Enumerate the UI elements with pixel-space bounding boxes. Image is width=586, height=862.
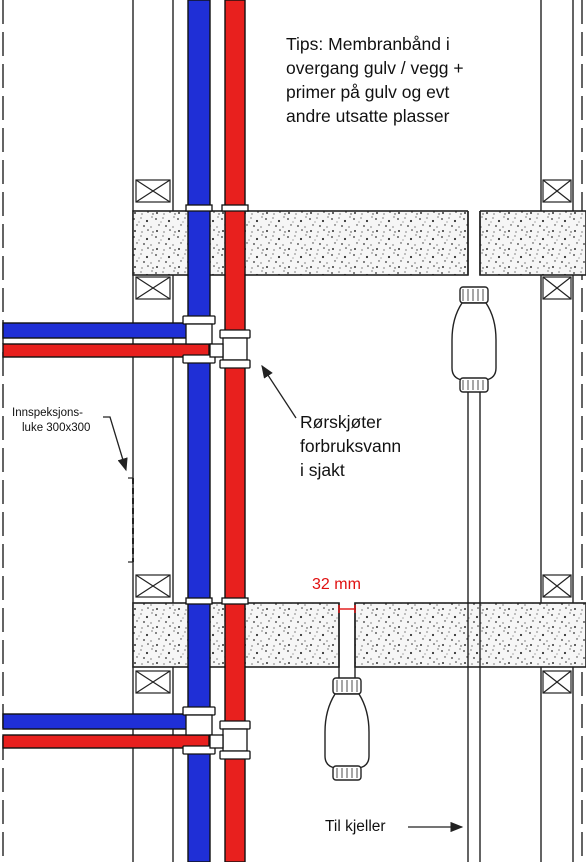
inspection-hatch-outline	[128, 477, 134, 563]
riser-pipes	[187, 0, 246, 862]
drain-pipe-lower	[324, 603, 370, 781]
dimension-marker	[338, 605, 356, 613]
tips-line-3: primer på gulv og evt	[286, 82, 450, 102]
branch-pipes-lower	[2, 713, 210, 749]
pipe-joints-line-3: i sjakt	[300, 460, 345, 480]
hot-water-riser	[224, 0, 246, 862]
drain-pipe-right	[451, 0, 497, 862]
tips-line-2: overgang gulv / vegg +	[286, 58, 464, 78]
tips-line-4: andre utsatte plasser	[286, 106, 450, 126]
cold-water-riser	[187, 0, 211, 862]
pipe-joints-line-2: forbruksvann	[300, 436, 402, 456]
tips-note: Tips: Membranbånd i overgang gulv / vegg…	[286, 32, 464, 128]
pipe-joint-arrow	[261, 364, 297, 419]
to-basement-label: Til kjeller	[325, 818, 386, 835]
dimension-label: 32 mm	[312, 576, 361, 593]
pipe-fittings	[182, 204, 251, 760]
branch-pipes-upper	[2, 322, 210, 358]
leader-arrows	[103, 364, 464, 833]
inspection-hatch-label: Innspeksjons- luke 300x300	[12, 406, 90, 436]
inspection-hatch-line-2: luke 300x300	[22, 422, 91, 434]
pipe-joints-label: Rørskjøter forbruksvann i sjakt	[300, 410, 401, 482]
tips-line-1: Tips: Membranbånd i	[286, 34, 450, 54]
pipe-joints-line-1: Rørskjøter	[300, 412, 382, 432]
inspection-hatch-line-1: Innspeksjons-	[12, 407, 83, 419]
joist-crosses	[135, 179, 572, 694]
inspection-hatch-arrow	[103, 416, 128, 472]
